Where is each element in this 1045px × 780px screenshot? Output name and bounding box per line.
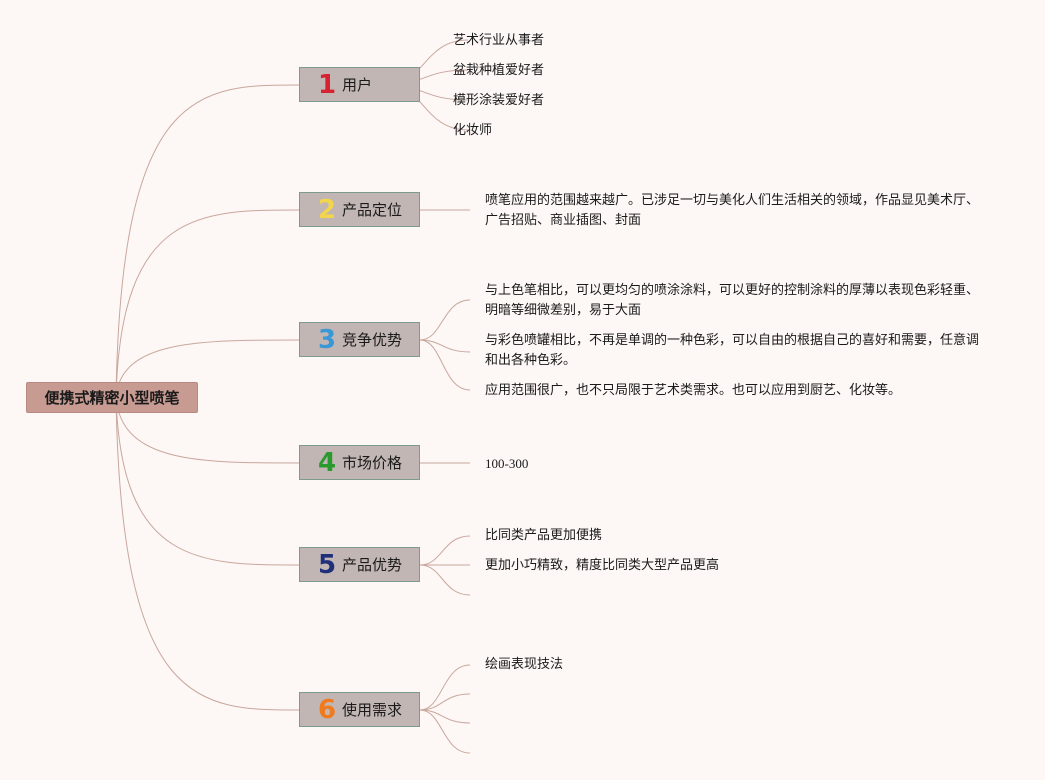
connector-line: [115, 209, 300, 398]
connector-line: [115, 84, 300, 398]
number-2-icon: 2: [318, 194, 337, 225]
branch-label: 竞争优势: [342, 331, 403, 349]
branch-node-usage-needs[interactable]: 6 使用需求: [299, 692, 420, 727]
connector-line: [419, 664, 471, 711]
leaf-node[interactable]: 盆栽种植爱好者: [453, 63, 545, 78]
leaf-node[interactable]: 与彩色喷罐相比，不再是单调的一种色彩，可以自由的根据自己的喜好和需要，任意调和出…: [485, 333, 980, 368]
leaf-node[interactable]: 喷笔应用的范围越来越广。已涉足一切与美化人们生活相关的领域，作品显见美术厅、广告…: [485, 193, 980, 228]
number-6-icon: 6: [318, 694, 337, 725]
leaf-node[interactable]: 应用范围很广，也不只局限于艺术类需求。也可以应用到厨艺、化妆等。: [485, 383, 902, 398]
branch-node-users[interactable]: 1 用户: [299, 67, 420, 102]
connector-line: [419, 693, 471, 711]
root-label: 便携式精密小型喷笔: [44, 389, 180, 407]
branch-node-competitive-advantage[interactable]: 3 竞争优势: [299, 322, 420, 357]
leaf-node[interactable]: 比同类产品更加便携: [485, 528, 603, 543]
branch-label: 使用需求: [342, 701, 403, 719]
connector-line: [419, 535, 471, 566]
connector-line: [419, 339, 471, 391]
connector-line: [419, 339, 471, 353]
number-3-icon: 3: [318, 324, 337, 355]
branch-node-positioning[interactable]: 2 产品定位: [299, 192, 420, 227]
branch-label: 产品优势: [342, 556, 403, 574]
number-4-icon: 4: [318, 447, 337, 478]
leaf-node[interactable]: 与上色笔相比，可以更均匀的喷涂涂料，可以更好的控制涂料的厚薄以表现色彩轻重、明暗…: [485, 283, 980, 318]
connector-line: [419, 299, 471, 341]
number-5-icon: 5: [318, 549, 337, 580]
branch-label: 市场价格: [342, 454, 403, 472]
branch-label: 产品定位: [342, 201, 403, 219]
connector-line: [115, 396, 300, 566]
leaf-node[interactable]: 艺术行业从事者: [453, 33, 545, 48]
branch-node-product-advantage[interactable]: 5 产品优势: [299, 547, 420, 582]
root-node[interactable]: 便携式精密小型喷笔: [26, 382, 198, 413]
leaf-node[interactable]: 化妆师: [453, 123, 493, 138]
number-1-icon: 1: [318, 69, 337, 100]
connector-line: [115, 339, 300, 398]
leaf-node[interactable]: 100-300: [485, 456, 529, 471]
branch-node-market-price[interactable]: 4 市场价格: [299, 445, 420, 480]
branch-label: 用户: [342, 76, 373, 94]
leaf-node[interactable]: 模形涂装爱好者: [453, 93, 545, 108]
connector-line: [115, 396, 300, 464]
connector-line: [419, 709, 471, 754]
leaf-node[interactable]: 绘画表现技法: [485, 657, 564, 672]
connector-line: [115, 396, 300, 711]
leaf-node[interactable]: 更加小巧精致，精度比同类大型产品更高: [485, 558, 720, 573]
connector-line: [419, 564, 471, 596]
